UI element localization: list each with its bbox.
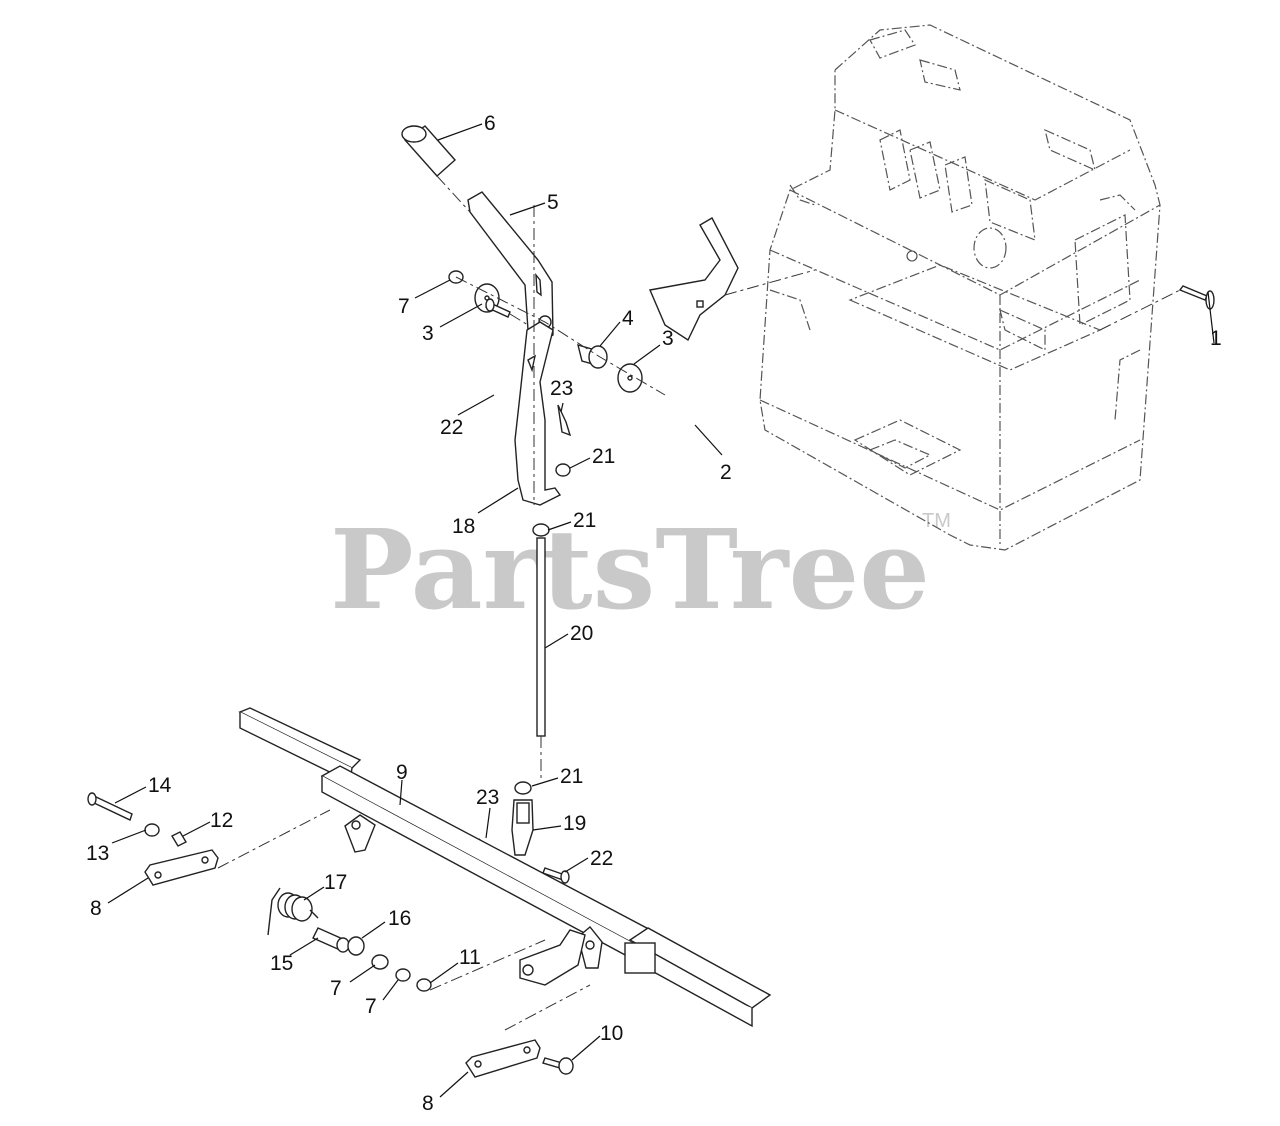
watermark-trademark: TM — [922, 510, 951, 532]
callout-13: 13 — [86, 842, 109, 865]
callout-21-upper: 21 — [592, 445, 615, 468]
part-11-washer — [416, 978, 432, 992]
part-21-nut-lower — [514, 781, 532, 795]
part-8-link-upper — [144, 849, 219, 886]
part-22-pin-upper — [485, 298, 511, 318]
callout-12: 12 — [210, 809, 233, 832]
callout-19: 19 — [563, 812, 586, 835]
part-14-bolt — [87, 792, 133, 821]
callout-18: 18 — [452, 515, 475, 538]
callout-8-upper: 8 — [90, 897, 102, 920]
callout-labels: 1 2 3 3 4 5 6 7 7 7 8 8 9 10 11 12 13 14… — [86, 112, 1222, 1115]
part-22-pin-lower — [542, 867, 570, 884]
part-10-bolt — [542, 1057, 574, 1075]
callout-16: 16 — [388, 907, 411, 930]
callout-4: 4 — [622, 307, 634, 330]
callout-7-top: 7 — [398, 295, 410, 318]
callout-23-upper: 23 — [550, 377, 573, 400]
callout-17: 17 — [324, 871, 347, 894]
callout-15: 15 — [270, 952, 293, 975]
part-8-link-lower — [465, 1039, 541, 1078]
callout-8-lower: 8 — [422, 1092, 434, 1115]
part-16-washer — [347, 936, 365, 956]
part-2-lever-guard — [649, 217, 816, 342]
callout-3-right: 3 — [662, 327, 674, 350]
callout-21-lower: 21 — [560, 765, 583, 788]
part-21-nut-upper — [555, 463, 571, 477]
part-7-nut-right — [395, 968, 411, 982]
part-3-washer-right — [617, 363, 643, 393]
leader-lines — [107, 123, 1215, 1098]
callout-22-lower: 22 — [590, 847, 613, 870]
callout-5: 5 — [547, 191, 559, 214]
part-23-cotter-upper — [557, 404, 572, 437]
part-18-pivot-bracket — [514, 321, 562, 506]
part-19-clevis — [511, 799, 534, 856]
callout-14: 14 — [148, 774, 172, 797]
callout-3-left: 3 — [422, 322, 434, 345]
part-7-nut-middle — [371, 954, 389, 970]
callout-21-middle: 21 — [573, 509, 596, 532]
part-17-spring — [267, 887, 319, 936]
callout-22-upper: 22 — [440, 416, 463, 439]
chassis-frame — [759, 24, 1161, 551]
part-15-spacer — [312, 927, 350, 953]
callout-9: 9 — [396, 761, 408, 784]
callout-10: 10 — [600, 1022, 623, 1045]
part-20-control-rod — [536, 537, 546, 737]
part-1-clevis-pin — [1099, 285, 1215, 331]
callout-11: 11 — [459, 946, 481, 969]
callout-1: 1 — [1210, 327, 1222, 350]
part-12-spacer — [171, 831, 187, 847]
callout-20: 20 — [570, 622, 593, 645]
callout-2: 2 — [720, 461, 732, 484]
part-9-pivot-bar — [238, 707, 772, 1028]
callout-23-lower: 23 — [476, 786, 499, 809]
callout-6: 6 — [484, 112, 496, 135]
callout-7-right: 7 — [365, 995, 377, 1018]
part-13-washer — [144, 823, 160, 837]
part-6-lever-grip — [401, 125, 456, 177]
part-4-bushing — [577, 343, 608, 369]
part-21-nut-middle — [532, 523, 550, 537]
watermark-text: PartsTree — [330, 505, 930, 634]
callout-7-middle: 7 — [330, 977, 342, 1000]
